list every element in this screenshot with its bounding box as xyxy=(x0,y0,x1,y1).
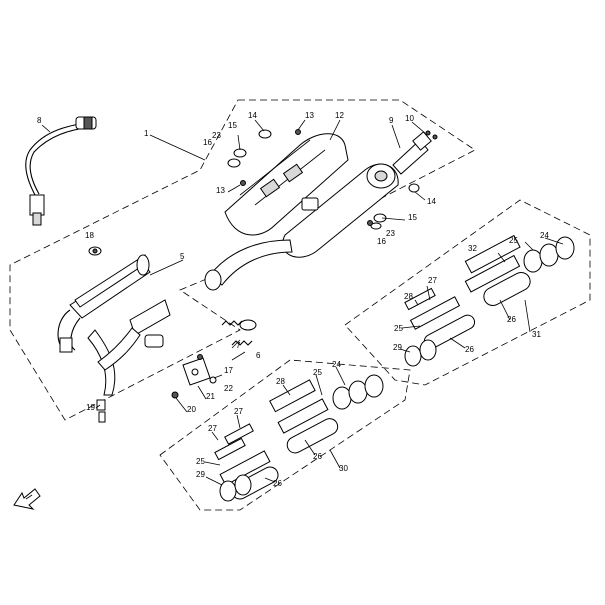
washer-22 xyxy=(209,376,217,384)
callout-29-a: 29 xyxy=(393,343,402,352)
callout-20: 20 xyxy=(187,405,196,414)
kit-30-outline xyxy=(159,359,411,511)
callout-16: 16 xyxy=(203,138,212,147)
fasteners-upper xyxy=(227,129,420,230)
callout-19: 19 xyxy=(86,403,95,412)
callout-18: 18 xyxy=(85,231,94,240)
callout-12: 12 xyxy=(335,111,344,120)
callout-31: 31 xyxy=(532,330,541,339)
callout-14: 14 xyxy=(248,111,257,120)
callout-28-b: 28 xyxy=(276,377,285,386)
callout-27-c: 27 xyxy=(208,424,217,433)
header-pipe xyxy=(57,254,171,396)
callout-7: 7 xyxy=(236,341,241,350)
bolt-19 xyxy=(96,399,106,423)
callout-23-right: 23 xyxy=(386,229,395,238)
bolt-20 xyxy=(171,391,179,399)
muffler-assembly-outline xyxy=(9,99,476,421)
kit-30-parts xyxy=(214,374,384,502)
callout-13: 13 xyxy=(305,111,314,120)
front-direction-arrow-icon xyxy=(13,488,41,510)
nut-17 xyxy=(197,354,203,360)
heat-shield xyxy=(224,133,349,236)
callout-9: 9 xyxy=(389,116,394,125)
callout-26-c: 26 xyxy=(313,452,322,461)
leader-lines xyxy=(41,119,564,486)
bolt-18 xyxy=(88,246,102,256)
callout-26-d: 26 xyxy=(273,479,282,488)
muffler xyxy=(204,163,399,291)
callout-25-d: 25 xyxy=(196,457,205,466)
springs-6-7 xyxy=(221,319,257,346)
kit-31-outline xyxy=(344,199,591,386)
callout-24-b: 24 xyxy=(332,360,341,369)
callout-6: 6 xyxy=(256,351,261,360)
callout-24-a: 24 xyxy=(540,231,549,240)
callout-14-right: 14 xyxy=(427,197,436,206)
callout-17: 17 xyxy=(224,366,233,375)
callout-28-a: 28 xyxy=(404,292,413,301)
callout-25-b: 25 xyxy=(394,324,403,333)
callout-22: 22 xyxy=(224,384,233,393)
callout-10: 10 xyxy=(405,114,414,123)
callout-5: 5 xyxy=(180,252,185,261)
callout-25-c: 25 xyxy=(313,368,322,377)
oxygen-sensor xyxy=(25,116,97,226)
callout-29-b: 29 xyxy=(196,470,205,479)
callout-16-right: 16 xyxy=(377,237,386,246)
callout-13-lower: 13 xyxy=(216,186,225,195)
callout-32: 32 xyxy=(468,244,477,253)
callout-26-a: 26 xyxy=(465,345,474,354)
callout-27-b: 27 xyxy=(234,407,243,416)
callout-15-right: 15 xyxy=(408,213,417,222)
callout-8: 8 xyxy=(37,116,42,125)
callout-21: 21 xyxy=(206,392,215,401)
callout-23: 23 xyxy=(212,131,221,140)
callout-labels: 1 8 5 18 14 13 12 15 23 16 13 9 10 14 15… xyxy=(37,111,549,488)
kit-31-parts xyxy=(404,234,575,367)
tail-pipe xyxy=(392,130,438,175)
callout-25-a: 25 xyxy=(509,236,518,245)
bracket-21 xyxy=(182,357,211,386)
callout-30: 30 xyxy=(339,464,348,473)
callout-27-a: 27 xyxy=(428,276,437,285)
callout-1: 1 xyxy=(144,129,149,138)
callout-26-b: 26 xyxy=(507,315,516,324)
callout-15: 15 xyxy=(228,121,237,130)
